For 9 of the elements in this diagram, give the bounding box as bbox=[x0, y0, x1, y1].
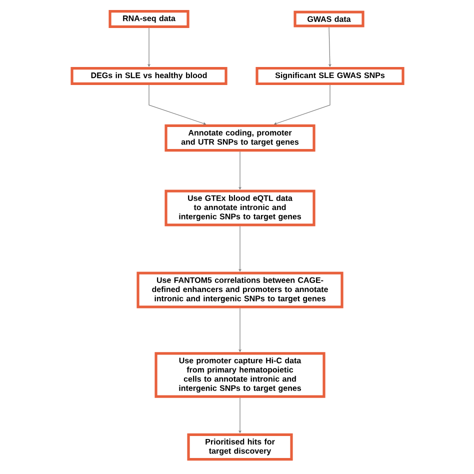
process-box: Use promoter capture Hi-C data from primary hematopoietic cells to annotate intronic and intergenic SNPs to target genes bbox=[154, 352, 326, 398]
process-box: Annotate coding, promoter and UTR SNPs to target genes bbox=[164, 124, 316, 152]
process-box: GWAS data bbox=[294, 10, 364, 28]
process-box: Use FANTOM5 correlations between CAGE-defined enhancers and promoters to annotate intronic and intergenic SNPs to target genes bbox=[136, 272, 344, 308]
process-box: DEGs in SLE vs healthy blood bbox=[70, 66, 228, 86]
process-box: Prioritised hits for target discovery bbox=[187, 433, 293, 461]
process-box: Significant SLE GWAS SNPs bbox=[256, 66, 404, 86]
process-box: RNA-seq data bbox=[108, 10, 190, 28]
process-box: Use GTEx blood eQTL data to annotate intronic and intergenic SNPs to target genes bbox=[164, 190, 316, 226]
